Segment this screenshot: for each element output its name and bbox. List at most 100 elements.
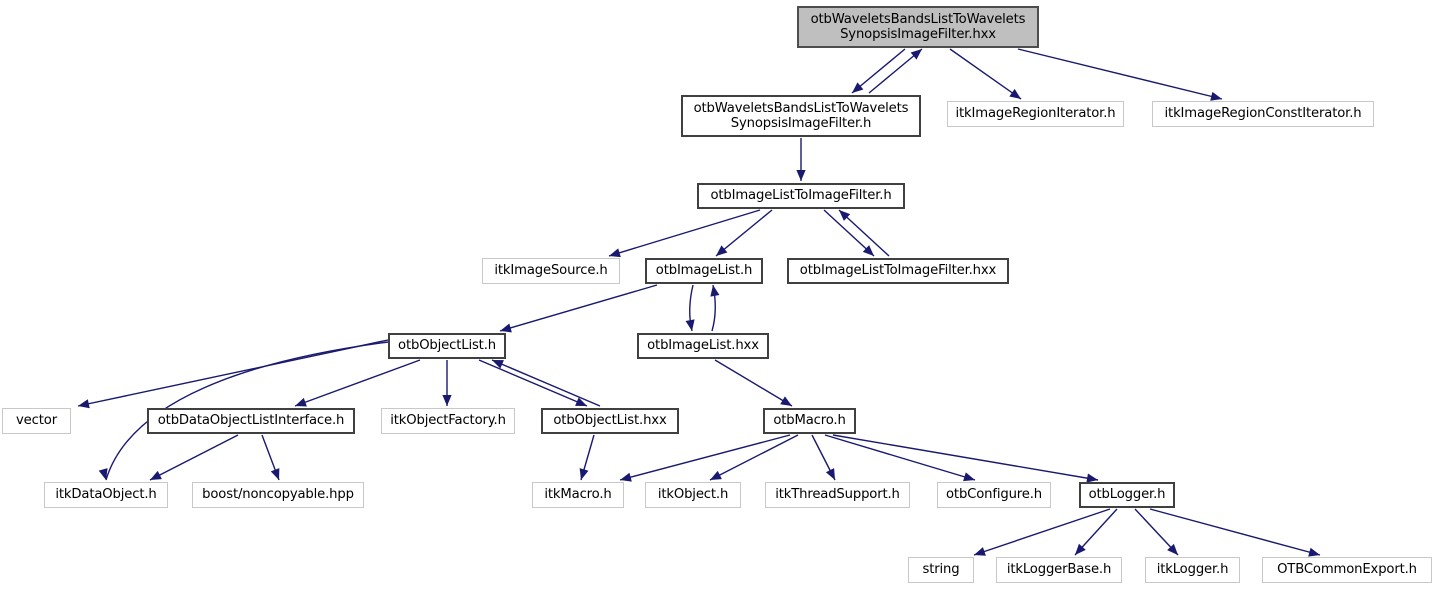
edge-image_list_hxx-to-macro_h: [714, 359, 793, 407]
graph-node-wbl_h[interactable]: otbWaveletsBandsListToWavelets SynopsisI…: [681, 95, 921, 137]
graph-node-image_list_hxx[interactable]: otbImageList.hxx: [637, 333, 769, 359]
graph-node-label-itk_thread_support: itkThreadSupport.h: [775, 487, 900, 503]
arrowhead-macro_h-to-otb_configure: [963, 472, 975, 482]
arrowhead-wbl_h-to-ilt_if_h: [796, 170, 806, 181]
graph-node-label-object_list_h: otbObjectList.h: [398, 338, 496, 354]
arrowhead-logger_h-to-string: [974, 547, 986, 556]
arrowhead-logger_h-to-itk_logger: [1167, 543, 1178, 555]
graph-node-label-itk_region_iter: itkImageRegionIterator.h: [955, 106, 1116, 122]
graph-node-label-itk_data_object: itkDataObject.h: [55, 487, 157, 503]
graph-node-label-object_list_hxx: otbObjectList.hxx: [553, 413, 667, 429]
graph-node-label-wbl_h: otbWaveletsBandsListToWavelets SynopsisI…: [693, 100, 909, 132]
graph-node-label-logger_h: otbLogger.h: [1088, 487, 1166, 503]
graph-node-itk_data_object[interactable]: itkDataObject.h: [44, 482, 168, 508]
edge-ilt_if_h-to-ilt_if_hxx: [823, 209, 875, 257]
graph-node-itk_region_iter[interactable]: itkImageRegionIterator.h: [947, 101, 1124, 127]
arrowhead-root-to-itk_region_const_iter: [1210, 91, 1222, 101]
graph-node-label-vector: vector: [16, 413, 57, 429]
graph-node-label-boost_noncopyable: boost/noncopyable.hpp: [202, 487, 354, 503]
graph-node-label-image_list_hxx: otbImageList.hxx: [647, 338, 759, 354]
arrowhead-logger_h-to-itk_logger_base: [1075, 543, 1086, 555]
graph-node-itk_thread_support[interactable]: itkThreadSupport.h: [765, 482, 910, 508]
graph-node-itk_object_factory[interactable]: itkObjectFactory.h: [381, 408, 515, 434]
arrowhead-ilt_if_h-to-itk_image_source: [609, 248, 621, 258]
arrowhead-root-to-wbl_h: [852, 82, 864, 93]
arrowhead-image_list_h-to-image_list_hxx: [685, 319, 695, 331]
graph-node-root[interactable]: otbWaveletsBandsListToWavelets SynopsisI…: [797, 6, 1039, 48]
arrowhead-object_list_h-to-object_list_hxx: [575, 397, 587, 406]
edge-macro_h-to-itk_object: [709, 434, 799, 481]
graph-node-vector[interactable]: vector: [2, 408, 71, 434]
graph-node-otb_configure[interactable]: otbConfigure.h: [937, 482, 1051, 508]
graph-node-object_list_h[interactable]: otbObjectList.h: [388, 333, 506, 359]
graph-node-label-image_list_h: otbImageList.h: [655, 263, 753, 279]
graph-node-label-ilt_if_h: otbImageListToImageFilter.h: [710, 188, 892, 204]
arrowhead-dol_interface-to-itk_data_object: [150, 470, 162, 480]
graph-node-otb_common_export[interactable]: OTBCommonExport.h: [1262, 557, 1432, 583]
arrowhead-object_list_h-to-dol_interface: [295, 397, 307, 407]
arrowhead-ilt_if_h-to-image_list_h: [716, 245, 728, 256]
graph-node-image_list_h[interactable]: otbImageList.h: [645, 258, 763, 284]
edge-root-to-wbl_h: [851, 48, 906, 94]
arrowhead-logger_h-to-otb_common_export: [1308, 547, 1320, 557]
arrowhead-wbl_h-to-root: [910, 49, 922, 60]
graph-node-ilt_if_h[interactable]: otbImageListToImageFilter.h: [697, 183, 905, 209]
edge-image_list_h-to-object_list_h: [499, 284, 658, 332]
graph-node-dol_interface[interactable]: otbDataObjectListInterface.h: [147, 408, 355, 434]
arrowhead-root-to-itk_region_iter: [1009, 88, 1021, 99]
graph-node-label-string: string: [922, 562, 960, 578]
graph-node-itk_object[interactable]: itkObject.h: [645, 482, 741, 508]
arrowhead-image_list_hxx-to-image_list_h: [710, 285, 720, 297]
edge-wbl_h-to-root: [868, 48, 923, 94]
graph-node-label-otb_common_export: OTBCommonExport.h: [1277, 562, 1417, 578]
graph-node-object_list_hxx[interactable]: otbObjectList.hxx: [541, 408, 679, 434]
graph-node-label-itk_image_source: itkImageSource.h: [494, 263, 608, 279]
edge-logger_h-to-string: [973, 508, 1111, 556]
graph-node-string[interactable]: string: [908, 557, 974, 583]
edge-object_list_h-to-object_list_hxx: [478, 359, 588, 407]
graph-node-itk_region_const_iter[interactable]: itkImageRegionConstIterator.h: [1152, 101, 1374, 127]
edge-macro_h-to-otb_configure: [824, 434, 976, 481]
edge-object_list_h-to-itk_data_object: [105, 341, 389, 481]
graph-node-itk_image_source[interactable]: itkImageSource.h: [482, 258, 620, 284]
graph-node-label-ilt_if_hxx: otbImageListToImageFilter.hxx: [799, 263, 997, 279]
arrowhead-object_list_h-to-vector: [78, 399, 90, 409]
edge-macro_h-to-itk_macro: [619, 434, 791, 481]
edge-root-to-itk_region_const_iter: [1017, 48, 1223, 100]
arrowhead-macro_h-to-itk_macro: [620, 472, 632, 482]
graph-node-label-macro_h: otbMacro.h: [773, 413, 846, 429]
arrowhead-object_list_h-to-itk_object_factory: [442, 395, 452, 406]
arrowhead-object_list_hxx-to-object_list_h: [492, 360, 504, 369]
arrowhead-object_list_hxx-to-itk_macro: [579, 468, 589, 480]
edge-root-to-itk_region_iter: [949, 48, 1022, 100]
graph-node-itk_macro[interactable]: itkMacro.h: [532, 482, 624, 508]
graph-node-label-root: otbWaveletsBandsListToWavelets SynopsisI…: [810, 11, 1026, 43]
arrowhead-dol_interface-to-boost_noncopyable: [270, 468, 280, 480]
arrowhead-ilt_if_hxx-to-ilt_if_h: [839, 210, 851, 221]
graph-node-boost_noncopyable[interactable]: boost/noncopyable.hpp: [192, 482, 364, 508]
graph-node-label-itk_macro: itkMacro.h: [544, 487, 612, 503]
graph-node-itk_logger[interactable]: itkLogger.h: [1145, 557, 1240, 583]
edge-object_list_h-to-vector: [77, 339, 389, 407]
edge-logger_h-to-otb_common_export: [1149, 508, 1321, 556]
arrowhead-object_list_h-to-itk_data_object: [98, 468, 108, 480]
edge-dol_interface-to-itk_data_object: [149, 434, 239, 481]
graph-node-label-itk_region_const_iter: itkImageRegionConstIterator.h: [1164, 106, 1362, 122]
edge-ilt_if_h-to-itk_image_source: [608, 209, 761, 257]
edge-ilt_if_hxx-to-ilt_if_h: [838, 209, 890, 257]
arrowhead-macro_h-to-itk_object: [710, 470, 722, 480]
arrowhead-image_list_h-to-object_list_h: [500, 323, 512, 333]
graph-node-ilt_if_hxx[interactable]: otbImageListToImageFilter.hxx: [787, 258, 1009, 284]
graph-node-logger_h[interactable]: otbLogger.h: [1079, 482, 1175, 508]
edge-macro_h-to-logger_h: [832, 434, 1099, 481]
graph-node-label-itk_logger_base: itkLoggerBase.h: [1006, 562, 1112, 578]
arrowhead-macro_h-to-itk_thread_support: [825, 468, 835, 480]
edge-ilt_if_h-to-image_list_h: [715, 209, 773, 257]
graph-node-itk_logger_base[interactable]: itkLoggerBase.h: [996, 557, 1122, 583]
arrowhead-macro_h-to-logger_h: [1086, 473, 1098, 483]
graph-node-label-itk_object: itkObject.h: [657, 487, 729, 503]
graph-node-label-itk_logger: itkLogger.h: [1156, 562, 1229, 578]
graph-node-macro_h[interactable]: otbMacro.h: [763, 408, 856, 434]
